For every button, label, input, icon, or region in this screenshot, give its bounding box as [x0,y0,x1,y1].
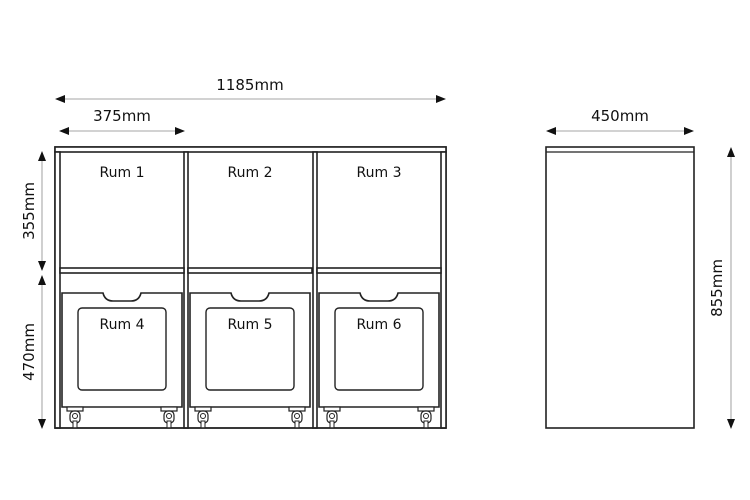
divider-2 [312,151,318,429]
caster-wheel-icon [288,406,306,429]
total-height-label: 855mm [708,259,726,317]
drawer-6[interactable]: Rum 6 [318,292,440,408]
drawer-window [205,307,295,391]
side-panel-right [440,151,447,429]
caster-wheel-icon [323,406,341,429]
caster-wheel-icon [417,406,435,429]
shelf [316,267,442,274]
drawer-window [77,307,167,391]
shelf [187,267,313,274]
dimension-bay-width: 375mm [59,107,185,135]
bay-2: Rum 2 Rum 5 [187,165,313,429]
compartment-label: Rum 1 [100,165,145,181]
compartment-label: Rum 4 [100,317,145,333]
caster-wheel-icon [194,406,212,429]
dimension-upper-height: 355mm [20,151,46,271]
divider-1 [183,151,189,429]
bay-3: Rum 3 Rum 6 [316,165,442,429]
compartment-label: Rum 5 [228,317,273,333]
compartment-label: Rum 6 [357,317,402,333]
dimension-total-width: 1185mm [55,76,446,103]
side-panel-left [54,151,61,429]
caster-wheel-icon [160,406,178,429]
upper-height-label: 355mm [20,182,38,240]
front-view: Rum 1 Rum 4 Rum 2 Rum 5 Rum 3 Rum 6 [54,146,447,429]
dimension-total-height: 855mm [708,147,735,429]
depth-label: 450mm [591,107,649,125]
bay-1: Rum 1 Rum 4 [59,165,185,429]
drawer-4[interactable]: Rum 4 [61,292,183,408]
bay-width-label: 375mm [93,107,151,125]
top-panel [54,146,447,153]
drawer-5[interactable]: Rum 5 [189,292,311,408]
lower-height-label: 470mm [20,323,38,381]
shelf [59,267,185,274]
dimension-depth: 450mm [546,107,694,135]
dimension-lower-height: 470mm [20,275,46,429]
compartment-label: Rum 2 [228,165,273,181]
total-width-label: 1185mm [216,76,283,94]
compartment-label: Rum 3 [357,165,402,181]
side-view [545,146,695,429]
drawer-window [334,307,424,391]
